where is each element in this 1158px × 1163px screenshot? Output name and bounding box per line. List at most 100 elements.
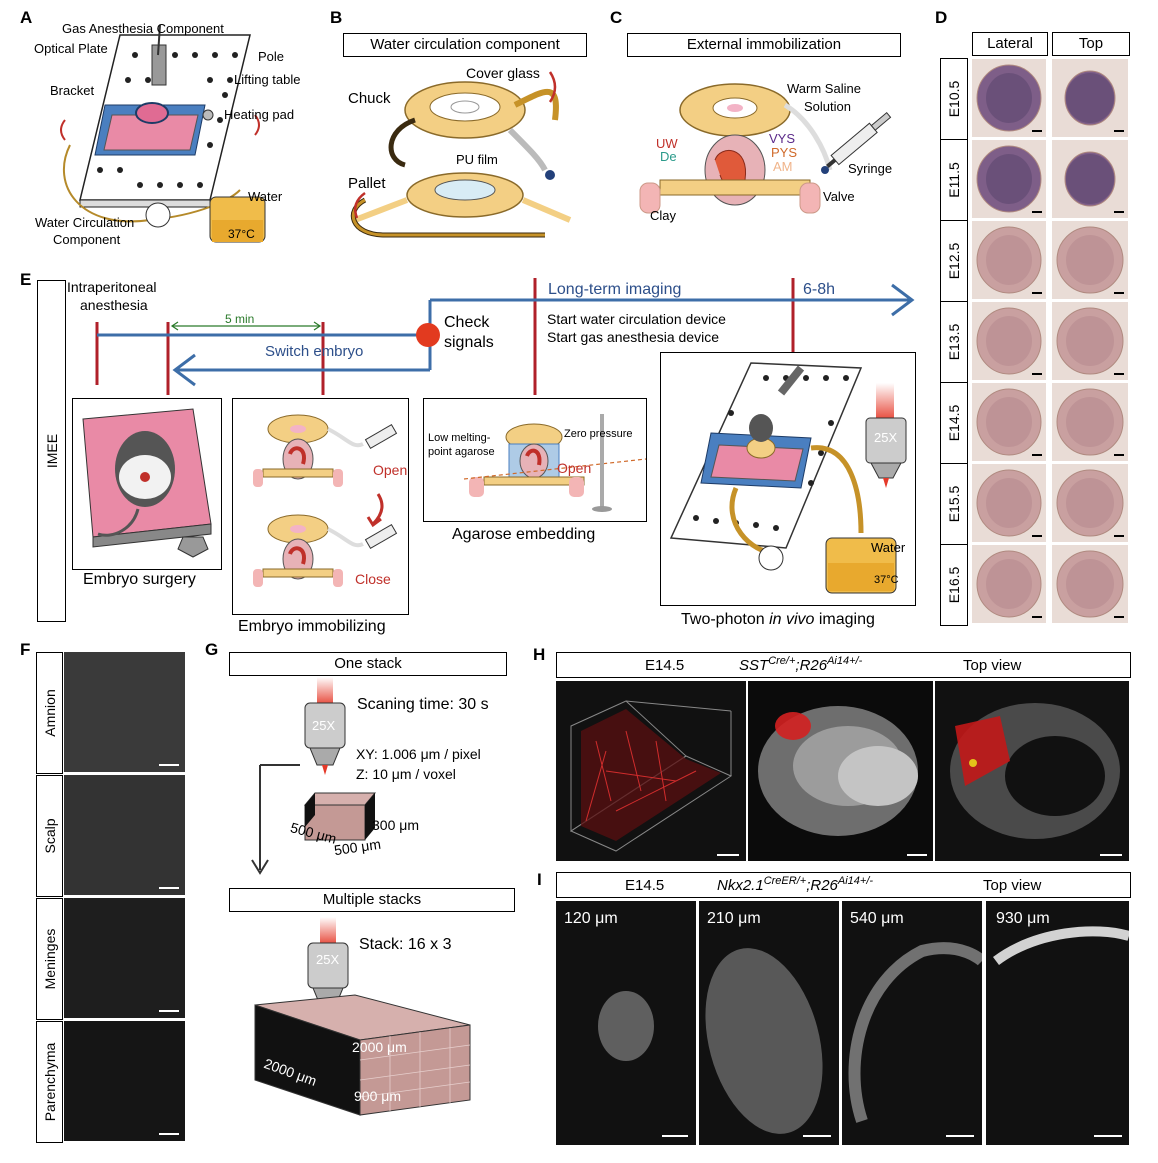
c-label-pys: PYS <box>771 145 798 160</box>
panel-c-label: C <box>610 8 623 27</box>
c-label-am: AM <box>773 159 793 174</box>
d-embryo-top <box>1052 383 1128 461</box>
e-hours: 6-8h <box>803 281 836 298</box>
h-image-3d-stack <box>556 681 746 861</box>
d-embryo-top <box>1052 545 1128 623</box>
i-scale-bar-3 <box>946 1135 974 1137</box>
h-image-top-view <box>748 681 933 861</box>
e-start-gas: Start gas anesthesia device <box>547 329 719 345</box>
c-label-warm-saline: Warm Saline <box>787 81 861 96</box>
panel-c-immobilization-diagram <box>639 83 892 214</box>
c-label-solution: Solution <box>804 99 851 114</box>
panel-i-label: I <box>537 870 542 889</box>
e-imaging-illustration <box>669 362 907 594</box>
panel-h-label: H <box>533 645 546 664</box>
a-label-lifting-table: Lifting table <box>234 72 301 87</box>
d-embryo-top <box>1052 140 1128 218</box>
d-stage-label: E16.5 <box>940 544 968 626</box>
i-header: E14.5 Nkx2.1CreER/+;R26Ai14+/- Top view <box>556 872 1131 898</box>
h-view: Top view <box>963 657 1022 674</box>
d-stage-label: E12.5 <box>940 220 968 302</box>
i-scale-bar-1 <box>662 1135 688 1137</box>
e-low-melting-2: point agarose <box>428 446 495 458</box>
e-open-label-2: Open <box>557 460 592 476</box>
i-depth-930: 930 μm <box>996 910 1050 927</box>
i-genotype: Nkx2.1CreER/+;R26Ai14+/- <box>717 875 874 894</box>
b-label-chuck: Chuck <box>348 90 391 107</box>
panel-b-chuck-diagram <box>350 71 572 238</box>
panel-d-label: D <box>935 8 948 27</box>
e-close-label: Close <box>355 571 391 587</box>
e-agarose-box: Low melting- point agarose Zero pressure… <box>423 398 647 522</box>
i-image-210: 210 μm <box>699 901 839 1145</box>
d-embryo-top <box>1052 221 1128 299</box>
b-label-pu-film: PU film <box>456 152 498 167</box>
a-label-water: Water <box>248 189 283 204</box>
a-label-component: Component <box>53 232 121 247</box>
g-objective-1: 25X <box>312 718 336 733</box>
panel-a-apparatus <box>60 24 266 243</box>
e-caption-imaging: Two-photon in vivo imaging <box>681 611 875 628</box>
panel-g-label: G <box>205 640 219 659</box>
d-embryo-lateral <box>972 221 1046 299</box>
i-scale-bar-4 <box>1094 1135 1122 1137</box>
e-caption-immobilizing: Embryo immobilizing <box>238 618 386 635</box>
panel-e-label: E <box>20 270 32 289</box>
h-scale-bar-2 <box>907 854 927 856</box>
c-label-clay: Clay <box>650 208 677 223</box>
h-stage: E14.5 <box>645 657 685 674</box>
i-image-540: 540 μm <box>842 901 982 1145</box>
g-z: Z: 10 μm / voxel <box>356 766 456 782</box>
b-label-pallet: Pallet <box>348 175 386 192</box>
e-immobilizing-box: Open Close <box>232 398 409 615</box>
e-anesthesia-2: anesthesia <box>80 297 148 313</box>
e-zero-pressure: Zero pressure <box>564 428 633 440</box>
d-stage-label: E13.5 <box>940 301 968 383</box>
f-layer-label: Scalp <box>36 775 63 897</box>
g-scan-time: Scaning time: 30 s <box>357 696 489 713</box>
a-label-pole: Pole <box>258 49 285 64</box>
e-temp-label: 37°C <box>874 574 899 586</box>
e-start-water: Start water circulation device <box>547 311 726 327</box>
panel-f-label: F <box>20 640 31 659</box>
g-xy: XY: 1.006 μm / pixel <box>356 746 481 762</box>
d-embryo-lateral <box>972 59 1046 137</box>
c-label-vys: VYS <box>769 131 796 146</box>
d-embryo-top <box>1052 464 1128 542</box>
g-multi-title: Multiple stacks <box>229 888 515 912</box>
panel-b-label: B <box>330 8 343 27</box>
c-label-syringe: Syringe <box>848 161 893 176</box>
g-d300: 300 μm <box>372 817 419 833</box>
f-image-meninges <box>64 898 185 1018</box>
b-title: Water circulation component <box>343 33 587 57</box>
a-label-gas: Gas Anesthesia Component <box>62 21 224 36</box>
d-embryo-lateral <box>972 302 1046 380</box>
e-long-term: Long-term imaging <box>548 281 682 298</box>
e-surgery-box <box>72 398 222 570</box>
c-title: External immobilization <box>627 33 901 57</box>
d-stage-label: E11.5 <box>940 139 968 221</box>
e-switch-embryo: Switch embryo <box>265 343 364 360</box>
f-layer-label: Amnion <box>36 652 63 774</box>
f-layer-label: Meninges <box>36 898 63 1020</box>
g-one-stack-diagram <box>251 677 377 875</box>
h-image-section <box>935 681 1129 861</box>
a-label-temp: 37°C <box>228 227 255 241</box>
a-label-bracket: Bracket <box>50 83 95 98</box>
e-open-label-1: Open <box>373 462 408 478</box>
g-multi-stack-diagram <box>254 917 471 1116</box>
e-water-label: Water <box>871 540 906 555</box>
g-stack-count: Stack: 16 x 3 <box>359 936 452 953</box>
i-depth-540: 540 μm <box>850 910 904 927</box>
f-image-amnion <box>64 652 185 772</box>
e-objective-label: 25X <box>874 430 898 445</box>
e-check-1: Check <box>444 314 490 331</box>
d-embryo-top <box>1052 59 1128 137</box>
d-embryo-lateral <box>972 140 1046 218</box>
f-layer-label: Parenchyma <box>36 1021 63 1143</box>
e-imaging-box: 25X Water 37°C <box>660 352 916 606</box>
a-label-water-circulation: Water Circulation <box>35 215 135 230</box>
e-five-min: 5 min <box>225 312 255 326</box>
i-image-930: 930 μm <box>986 901 1129 1145</box>
e-anesthesia-1: Intraperitoneal <box>67 279 157 295</box>
